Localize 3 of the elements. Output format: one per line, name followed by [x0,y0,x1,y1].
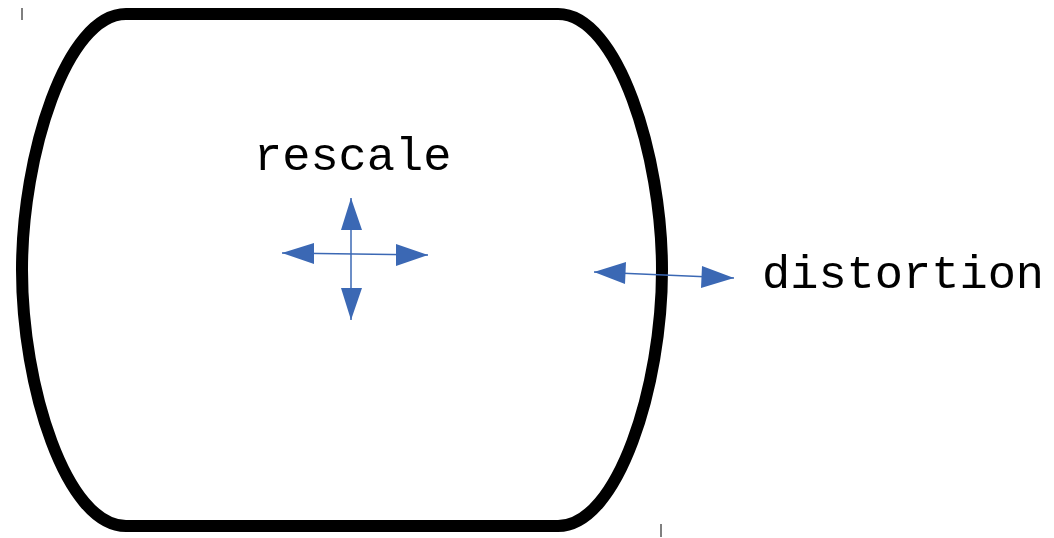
shape-label: rescale [254,134,452,181]
barrel-shape [14,6,670,534]
text-label: distortion [762,252,1045,299]
